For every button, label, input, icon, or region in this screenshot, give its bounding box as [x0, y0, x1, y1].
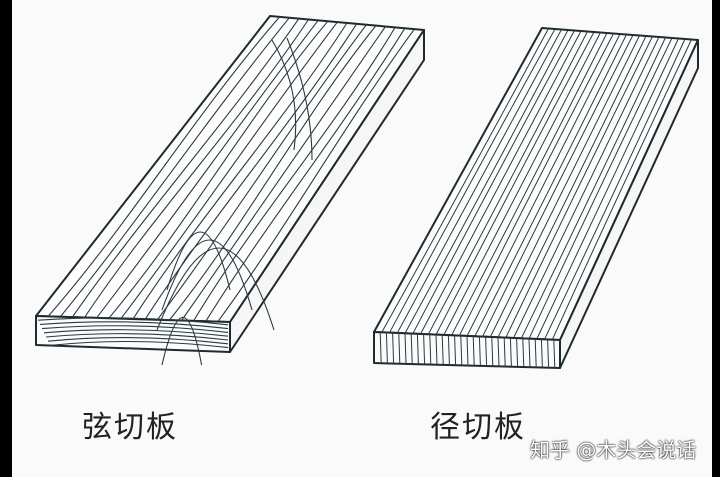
grain-line: [404, 29, 569, 334]
grain-line: [551, 39, 692, 340]
end-grain-ring: [47, 337, 229, 345]
grain-line: [181, 26, 386, 321]
grain-line: [217, 28, 415, 322]
end-grain-tick: [398, 333, 401, 364]
cathedral-grain: [161, 316, 203, 366]
grain-line: [458, 33, 614, 336]
end-grain-tick: [553, 339, 556, 368]
end-grain-tick: [522, 338, 525, 368]
end-grain-tick: [435, 334, 438, 365]
grain-line: [443, 32, 601, 336]
flat-sawn-side-face: [229, 29, 425, 353]
grain-line: [474, 34, 627, 337]
end-grain-ring: [43, 329, 229, 337]
grain-line: [482, 34, 634, 337]
grain-line: [505, 36, 653, 338]
watermark: 知乎 @木头会说话: [530, 438, 697, 462]
end-grain-tick: [491, 337, 494, 367]
end-grain-ring: [49, 340, 229, 349]
grain-line: [396, 29, 562, 334]
end-grain-tick: [547, 339, 550, 368]
grain-line: [513, 36, 660, 339]
end-grain-tick: [416, 333, 419, 365]
grain-line: [193, 27, 396, 322]
grain-line: [435, 31, 595, 335]
flat-sawn-label: 弦切板: [82, 410, 178, 445]
end-grain-tick: [454, 335, 457, 366]
quarter-sawn-side-face: [559, 39, 699, 369]
end-grain-tick: [447, 335, 450, 366]
end-grain-tick: [472, 336, 475, 366]
grain-line: [412, 30, 575, 334]
grain-line: [59, 17, 290, 318]
quarter-sawn-board: [373, 27, 699, 369]
diagram-canvas: 弦切板 径切板 知乎 @木头会说话: [12, 0, 712, 477]
end-grain-tick: [540, 339, 543, 368]
end-grain-tick: [485, 336, 488, 367]
quarter-sawn-label: 径切板: [430, 410, 526, 445]
grain-line: [427, 31, 588, 335]
wood-illustration: [35, 15, 699, 369]
grain-line: [168, 25, 377, 321]
grain-line: [96, 20, 319, 319]
cathedral-grain: [156, 247, 275, 331]
end-grain-tick: [404, 333, 407, 364]
end-grain-tick: [497, 337, 500, 367]
grain-line: [84, 19, 309, 318]
end-grain-ring: [39, 321, 229, 330]
grain-line: [389, 28, 556, 333]
grain-line: [156, 24, 367, 321]
grain-line: [420, 30, 582, 335]
end-grain-tick: [466, 335, 469, 366]
grain-line: [497, 35, 647, 338]
grain-line: [544, 38, 686, 340]
end-grain-ring: [37, 317, 229, 326]
flat-sawn-grain: [37, 16, 415, 366]
end-grain-ring: [41, 325, 229, 333]
grain-line: [47, 16, 281, 317]
grain-line: [108, 20, 329, 319]
end-grain-tick: [385, 332, 388, 364]
end-grain-tick: [528, 338, 531, 368]
grain-line: [536, 38, 679, 340]
end-grain-tick: [392, 332, 395, 364]
grain-line: [205, 28, 406, 322]
grain-line: [520, 37, 666, 339]
grain-line: [451, 32, 608, 336]
grain-line: [132, 22, 348, 320]
end-grain-tick: [478, 336, 481, 366]
cathedral-grain: [271, 39, 297, 151]
end-grain-tick: [516, 338, 519, 367]
grain-line: [381, 28, 549, 333]
grain-line: [489, 35, 640, 338]
cathedral-grain: [286, 37, 313, 161]
cathedral-grain: [166, 231, 231, 291]
end-grain-tick: [460, 335, 463, 366]
grain-line: [528, 37, 673, 339]
end-grain-tick: [429, 334, 432, 365]
cathedral-grain: [161, 239, 253, 311]
end-grain-tick: [423, 334, 426, 365]
end-grain-tick: [441, 334, 444, 365]
end-grain-tick: [509, 337, 512, 367]
end-grain-tick: [534, 338, 537, 368]
grain-line: [120, 21, 338, 319]
end-grain-tick: [503, 337, 506, 367]
end-grain-tick: [410, 333, 413, 365]
end-grain-ring: [45, 333, 229, 341]
grain-line: [466, 33, 621, 337]
grain-line: [71, 18, 300, 318]
end-grain-tick: [379, 332, 382, 364]
quarter-sawn-grain: [379, 28, 692, 368]
grain-line: [144, 23, 358, 320]
